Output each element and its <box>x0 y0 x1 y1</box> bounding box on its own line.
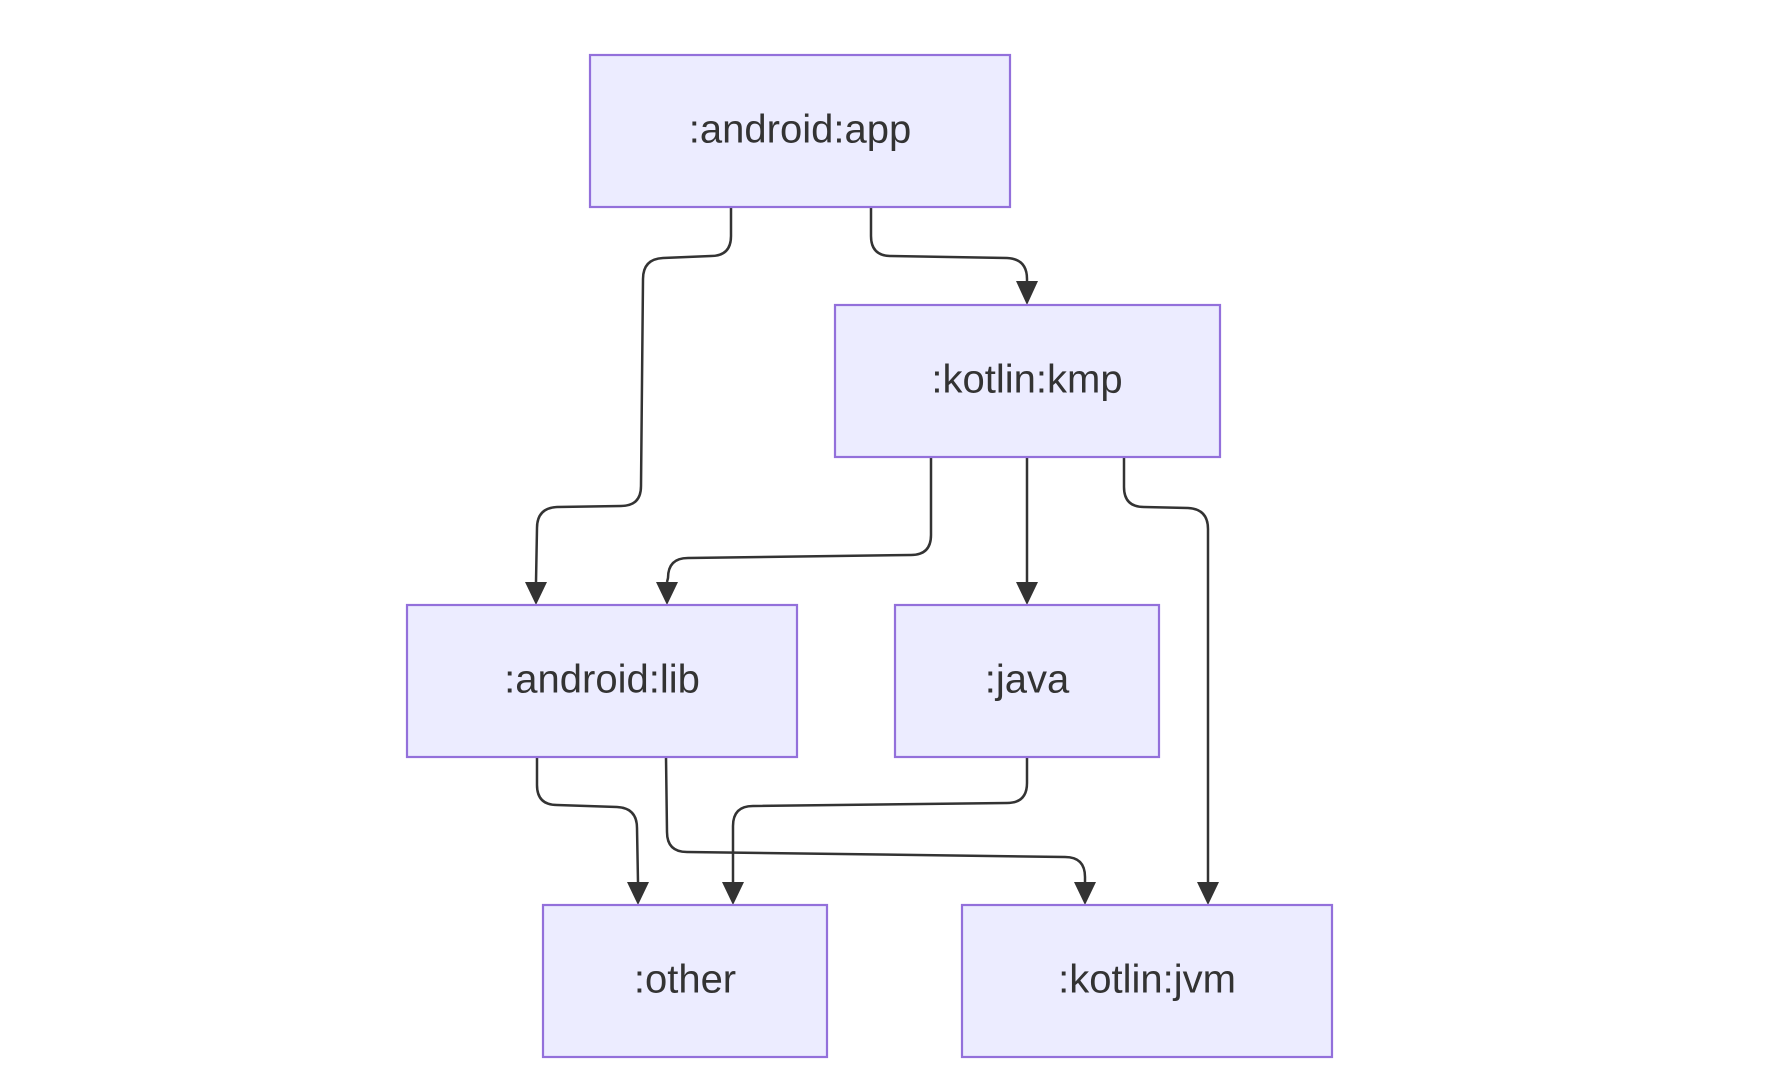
edge-android-lib-to-kotlin-jvm <box>664 756 1096 905</box>
edge-android-lib-to-other <box>535 757 649 905</box>
node-box <box>960 903 1334 1059</box>
node-label: :android:lib <box>504 658 700 702</box>
node-java[interactable]: :java <box>893 603 1161 759</box>
node-box <box>405 603 799 759</box>
edge-android-app-to-android-lib <box>525 206 733 605</box>
node-box <box>588 53 1012 209</box>
node-label: :android:app <box>689 108 911 152</box>
node-box <box>541 903 829 1059</box>
edge-kotlin-kmp-to-android-lib <box>656 457 933 605</box>
edge-android-app-to-kotlin-kmp <box>869 206 1038 305</box>
node-label: :java <box>985 658 1070 702</box>
node-label: :kotlin:jvm <box>1058 958 1236 1002</box>
edge-java-to-other <box>722 757 1029 905</box>
nodes: :android:app :kotlin:kmp :android:lib :j… <box>405 53 1334 1059</box>
node-android-app[interactable]: :android:app <box>588 53 1012 209</box>
node-kotlin-kmp[interactable]: :kotlin:kmp <box>833 303 1222 459</box>
edge-kotlin-kmp-to-java <box>1016 457 1038 605</box>
node-label: :kotlin:kmp <box>931 358 1122 402</box>
node-android-lib[interactable]: :android:lib <box>405 603 799 759</box>
node-label: :other <box>634 958 736 1002</box>
node-other[interactable]: :other <box>541 903 829 1059</box>
node-box <box>833 303 1222 459</box>
edge-kotlin-kmp-to-kotlin-jvm <box>1122 457 1219 905</box>
node-kotlin-jvm[interactable]: :kotlin:jvm <box>960 903 1334 1059</box>
edges <box>525 206 1219 905</box>
node-box <box>893 603 1161 759</box>
